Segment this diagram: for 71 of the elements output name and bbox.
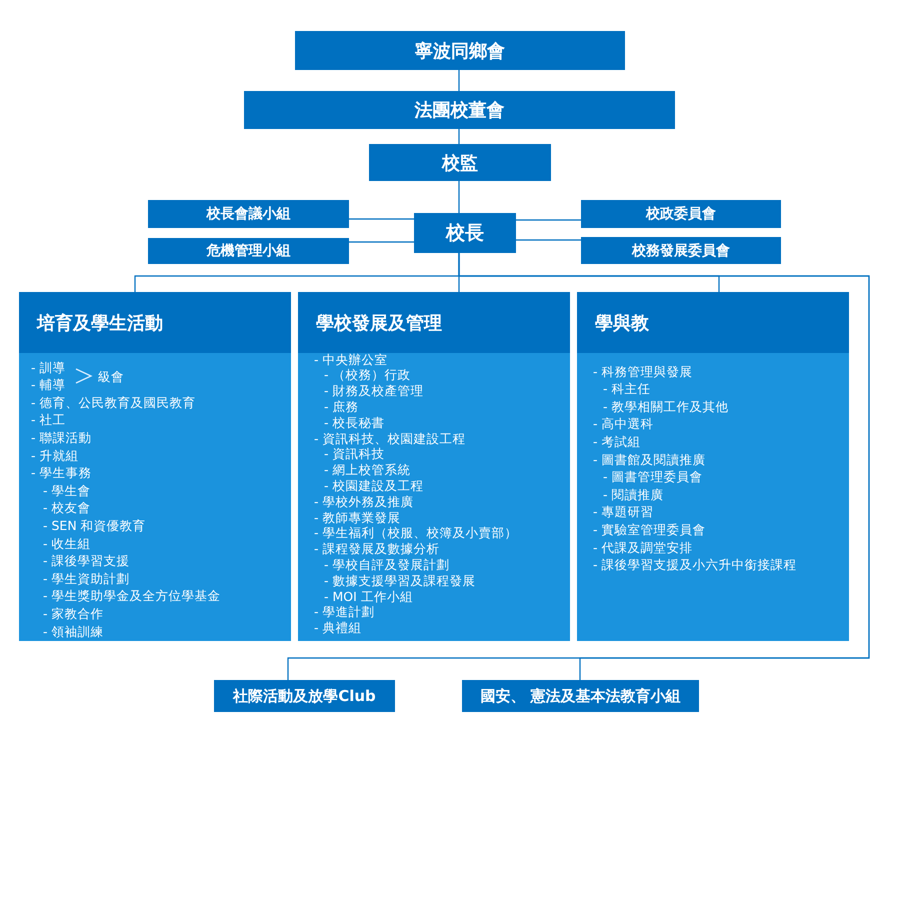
list-item: - 訓導 [31, 358, 66, 376]
list-item: - 學生事務 [31, 464, 92, 482]
list-item: - 升就組 [31, 446, 78, 464]
list-item: - 庶務 [324, 398, 358, 415]
panel-heading: 培育及學生活動 [19, 292, 291, 353]
list-item: - 圖書管理委員會 [603, 468, 702, 486]
connector-line [458, 129, 460, 144]
list-item: - 收生組 [43, 534, 90, 552]
list-item: - 學生獎助學金及全方位學基金 [43, 587, 220, 604]
list-item: - 中央辦公室 [314, 350, 388, 368]
group-box: 國安、 憲法及基本法教育小組 [462, 680, 699, 712]
connector-line [458, 181, 460, 213]
principal-box: 校長 [414, 213, 516, 253]
list-item: - 實驗室管理委員會 [593, 520, 706, 538]
list-item: - 家教合作 [43, 604, 104, 622]
list-item: - MOI 工作小組 [324, 588, 413, 604]
list-item: - 網上校管系統 [324, 461, 410, 478]
committee-box: 危機管理小組 [148, 238, 349, 264]
committee-box: 校務發展委員會 [581, 237, 781, 264]
list-item: - SEN 和資優教育 [43, 516, 146, 534]
list-item: - 學校自評及發展計劃 [324, 556, 450, 573]
committee-box: 校長會議小組 [148, 200, 349, 228]
connector-line [349, 218, 414, 220]
list-item: - 科務管理與發展 [593, 362, 692, 380]
list-item: - 學生會 [43, 482, 90, 499]
list-item: - 校友會 [43, 499, 90, 516]
list-item: - 社工 [31, 411, 66, 428]
list-item: - 資訊科技、校園建設工程 [314, 430, 466, 446]
group-label: 級會 [98, 368, 124, 384]
list-item: - 學校外務及推廣 [314, 492, 414, 510]
list-item: - 課後學習支援 [43, 552, 130, 570]
list-item: - 課程發展及數據分析 [314, 540, 440, 558]
list-item: - 教師專業發展 [314, 508, 400, 526]
list-item: - 輔導 [31, 376, 66, 394]
list-item: - 考試組 [593, 432, 640, 450]
list-item: - （校務）行政 [324, 366, 410, 384]
connector-line [458, 253, 870, 680]
list-item: - 財務及校產管理 [324, 382, 424, 400]
list-item: - 校長秘書 [324, 414, 384, 431]
committee-box: 校政委員會 [581, 200, 781, 228]
list-item: - 圖書館及閱讀推廣 [593, 450, 706, 468]
department-panel [577, 292, 849, 641]
list-item: - 學進計劃 [314, 603, 374, 620]
list-item: - 典禮組 [314, 619, 362, 636]
list-item: - 數據支援學習及課程發展 [324, 572, 476, 589]
list-item: - 學生資助計劃 [43, 570, 130, 587]
connector-line [349, 241, 414, 243]
list-item: - 聯課活動 [31, 428, 92, 446]
list-item: - 德育、公民教育及國民教育 [31, 394, 196, 411]
panel-heading: 學與教 [577, 292, 849, 353]
org-box: 校監 [369, 144, 551, 181]
panel-heading: 學校發展及管理 [298, 292, 570, 353]
list-item: - 領袖訓練 [43, 622, 104, 640]
list-item: - 校園建設及工程 [324, 476, 424, 494]
list-item: - 科主任 [603, 380, 650, 398]
list-item: - 課後學習支援及小六升中銜接課程 [593, 556, 796, 574]
list-item: - 教學相關工作及其他 [603, 398, 728, 415]
list-item: - 資訊科技 [324, 446, 384, 462]
department-panel [298, 292, 570, 641]
connector-line [458, 70, 460, 91]
list-item: - 閱讀推廣 [603, 486, 664, 503]
org-box: 寧波同鄉會 [295, 31, 625, 70]
connector-line [516, 219, 581, 221]
list-item: - 學生福利（校服、校簿及小賣部） [314, 524, 518, 542]
list-item: - 高中選科 [593, 415, 654, 432]
connector-line [516, 239, 581, 241]
org-box: 法團校董會 [244, 91, 675, 129]
department-panel [19, 292, 291, 641]
list-item: - 專題研習 [593, 503, 654, 520]
group-box: 社際活動及放學Club [214, 680, 395, 712]
list-item: - 代課及調堂安排 [593, 538, 692, 556]
